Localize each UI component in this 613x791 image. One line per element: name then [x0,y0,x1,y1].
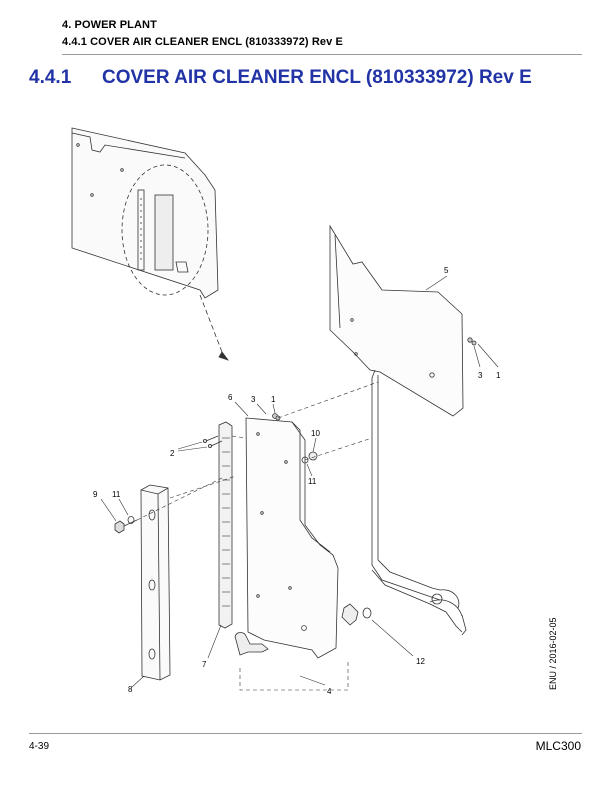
subsection-heading: 4.4.1 COVER AIR CLEANER ENCL (810333972)… [62,36,343,48]
bolt-part-9 [114,516,138,534]
page-number: 4-39 [29,741,50,752]
model-name: MLC300 [535,739,581,753]
callout-7: 7 [202,660,207,669]
washer-part-11 [301,456,309,464]
footer-rule [29,733,582,734]
callout-9: 9 [93,490,98,499]
screws-part-2 [202,435,223,448]
panel-part-6 [245,417,339,659]
latch-part-4 [234,603,359,656]
callout-3-top: 3 [251,395,256,404]
callout-1-top: 1 [271,395,276,404]
callout-12: 12 [416,657,425,666]
section-title: COVER AIR CLEANER ENCL (810333972) Rev E [102,67,532,88]
revision-date: ENU / 2016-02-05 [548,617,558,690]
callout-3-right: 3 [478,371,483,380]
callout-2: 2 [170,449,175,458]
screw-part-1-right [471,340,477,346]
callout-1-right: 1 [496,371,501,380]
washer-part-3-right [467,337,473,343]
callout-4: 4 [327,687,332,696]
nut-part-10 [308,451,318,461]
mounting-panel-detail [71,127,230,361]
header-rule [62,54,582,55]
callout-labels: 1 3 5 6 3 1 10 2 11 9 11 7 8 4 12 [93,266,501,696]
callout-10: 10 [311,429,320,438]
chapter-heading: 4. POWER PLANT [62,19,157,31]
callout-5: 5 [444,266,449,275]
hinge-strip-part-7 [218,421,233,629]
section-number: 4.4.1 [29,67,72,88]
callout-8: 8 [128,685,133,694]
washer-part-12 [362,607,372,619]
cover-panel-part-5 [329,224,467,636]
callout-6: 6 [228,393,233,402]
callout-11-left: 11 [112,490,121,499]
block-part-8 [140,484,171,681]
callout-11-right: 11 [308,477,317,486]
